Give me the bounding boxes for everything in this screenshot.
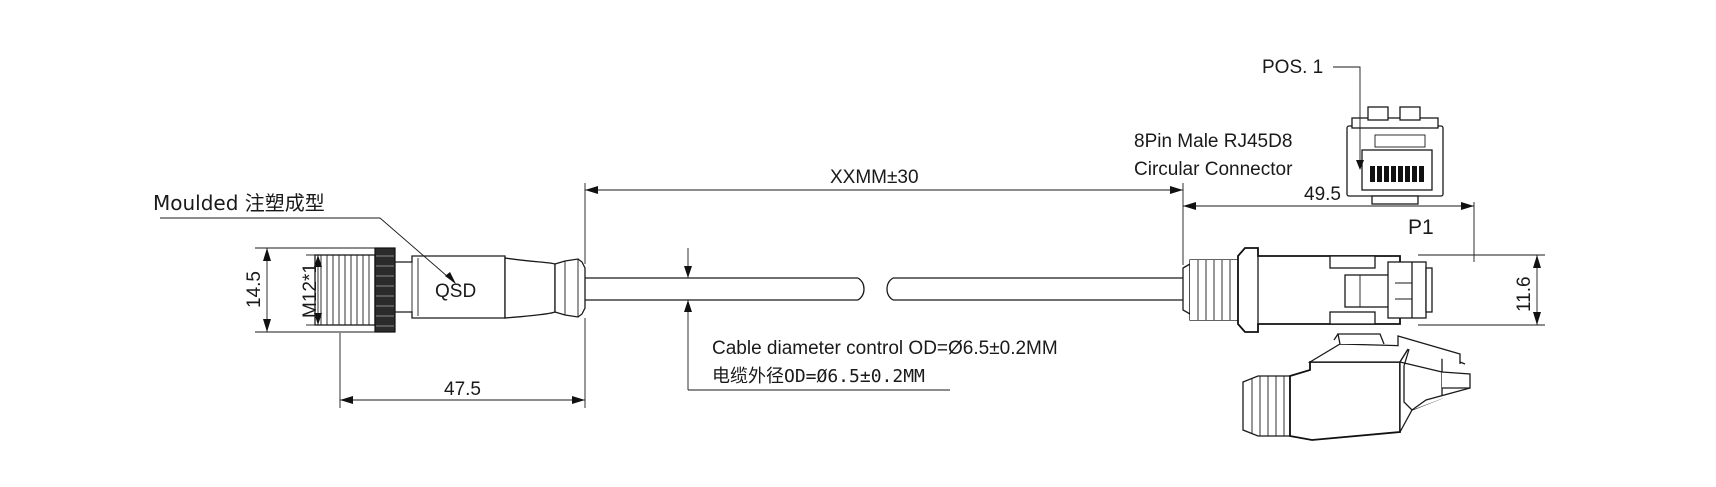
rj45-pins	[1370, 166, 1424, 182]
m12-connector: QSD	[314, 247, 586, 333]
dim-m12: M12*1	[300, 254, 322, 326]
qsd-label: QSD	[435, 281, 476, 302]
rj45-3d-view	[1242, 333, 1471, 441]
dim-cable-od: Cable diameter control OD=Ø6.5±0.2MM 电缆外…	[684, 248, 1058, 391]
dim-m12-label: M12*1	[300, 263, 321, 318]
moulded-callout: Moulded 注塑成型	[153, 191, 456, 284]
dim-cable-length: XXMM±30	[584, 167, 1184, 265]
dim-49-5: 49.5	[1183, 184, 1475, 262]
p1-label: P1	[1408, 216, 1434, 239]
dim-11-6-label: 11.6	[1514, 276, 1535, 312]
cable-od-cn-label: 电缆外径OD=Ø6.5±0.2MM	[712, 366, 925, 387]
knurled-nut	[374, 247, 396, 333]
cable	[585, 277, 1183, 301]
dim-cable-length-label: XXMM±30	[830, 167, 919, 188]
dim-14-5: 14.5	[244, 247, 375, 333]
moulded-label: Moulded 注塑成型	[153, 191, 325, 215]
dim-49-5-label: 49.5	[1304, 184, 1341, 205]
dim-11-6: 11.6	[1418, 254, 1545, 326]
rj45-connector-side	[1182, 247, 1433, 333]
dim-14-5-label: 14.5	[244, 271, 265, 308]
cable-od-en-label: Cable diameter control OD=Ø6.5±0.2MM	[712, 338, 1058, 359]
dim-47-5: 47.5	[339, 318, 586, 408]
rj45-front-view: POS. 1	[1262, 57, 1444, 205]
connector-line2: Circular Connector	[1134, 159, 1293, 180]
dim-47-5-label: 47.5	[444, 379, 481, 400]
connector-line1: 8Pin Male RJ45D8	[1134, 131, 1292, 152]
pos1-label: POS. 1	[1262, 57, 1323, 78]
